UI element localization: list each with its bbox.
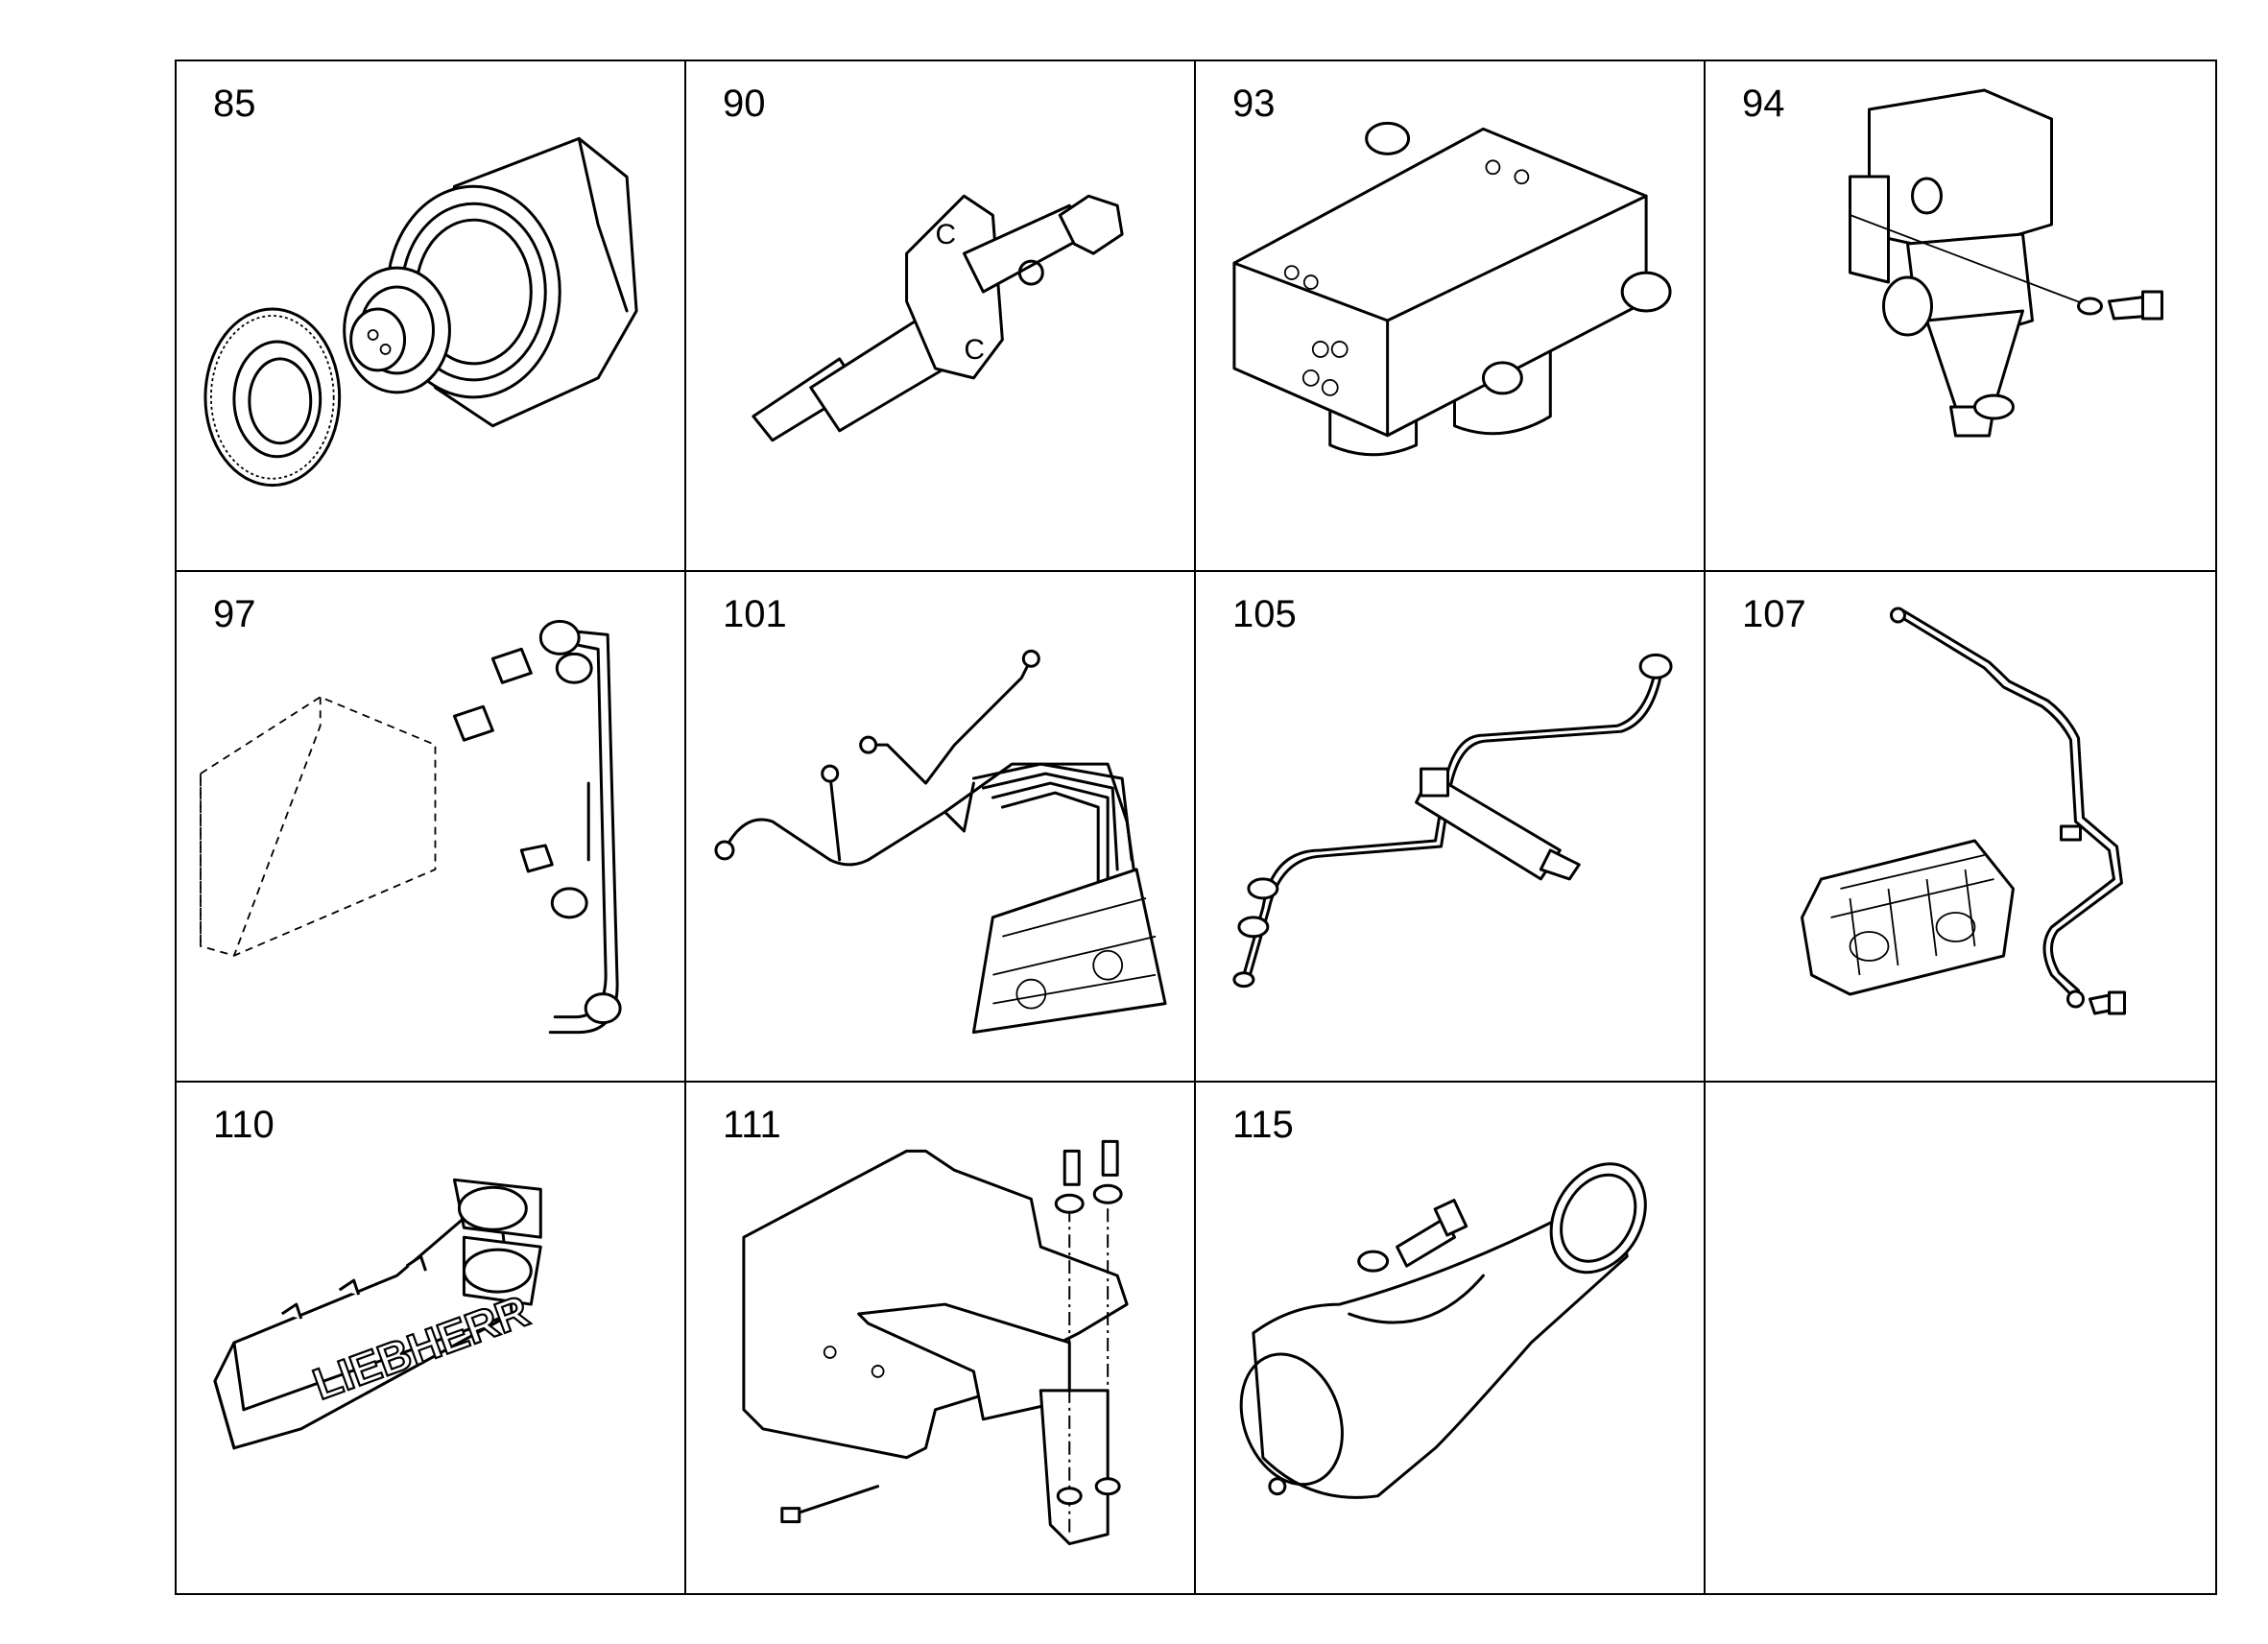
part-cell-94[interactable]: 94 xyxy=(1706,61,2215,572)
part-cell-101[interactable]: 101 xyxy=(686,572,1196,1083)
part-cell-110[interactable]: 110 LIEBHERR xyxy=(177,1083,686,1593)
exhaust-manifold-icon: LIEBHERR xyxy=(213,1178,542,1450)
part-cell-empty xyxy=(1706,1083,2215,1593)
part-number: 85 xyxy=(213,83,256,125)
part-cell-111[interactable]: 111 xyxy=(686,1083,1196,1593)
valve-block-icon xyxy=(1232,121,1672,457)
part-cell-107[interactable]: 107 xyxy=(1706,572,2215,1083)
part-cell-105[interactable]: 105 xyxy=(1196,572,1706,1083)
part-cell-93[interactable]: 93 xyxy=(1196,61,1706,572)
part-number: 111 xyxy=(723,1104,781,1146)
part-cell-90[interactable]: 90 C C xyxy=(686,61,1196,572)
fuel-filter-icon xyxy=(1849,88,2163,438)
parts-illustration-grid: 85 90 C C xyxy=(175,60,2217,1595)
injector-icon: C C xyxy=(752,194,1124,442)
svg-text:C: C xyxy=(964,334,985,366)
part-number: 101 xyxy=(723,593,787,635)
part-cell-115[interactable]: 115 xyxy=(1196,1083,1706,1593)
injection-lines-icon xyxy=(714,649,1167,1035)
part-number: 107 xyxy=(1742,593,1806,635)
part-number: 93 xyxy=(1232,83,1276,125)
svg-text:C: C xyxy=(936,219,957,250)
part-cell-97[interactable]: 97 xyxy=(177,572,686,1083)
gear-pump-icon xyxy=(203,136,638,488)
part-number: 97 xyxy=(213,593,256,635)
bracket-icon xyxy=(742,1139,1129,1546)
part-number: 105 xyxy=(1232,593,1297,635)
injection-pump-line-icon xyxy=(1801,607,2126,1015)
part-number: 110 xyxy=(213,1104,275,1146)
part-cell-85[interactable]: 85 xyxy=(177,61,686,572)
fuel-lines-icon xyxy=(200,619,622,1035)
intake-elbow-icon xyxy=(1239,1162,1647,1499)
part-number: 115 xyxy=(1232,1104,1294,1146)
part-number: 94 xyxy=(1742,83,1785,125)
part-number: 90 xyxy=(723,83,766,125)
injector-line-icon xyxy=(1232,653,1673,989)
